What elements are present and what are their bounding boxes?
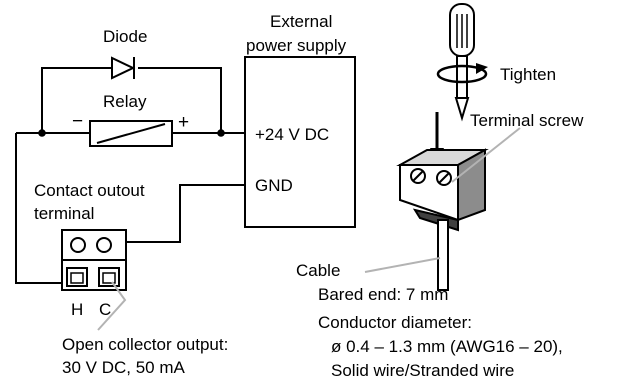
power-supply-title-line2: power supply (246, 36, 347, 55)
diode-label: Diode (103, 27, 147, 46)
junction-dot (38, 129, 46, 137)
return-wire (15, 133, 62, 284)
tighten-label: Tighten (500, 65, 556, 84)
bared-end-label: Bared end: 7 mm (318, 285, 448, 304)
relay-plus-sign: + (178, 112, 189, 133)
contact-terminal-title-line2: terminal (34, 204, 94, 223)
rotate-arrow-icon (436, 63, 488, 84)
power-supply-title-line1: External (270, 12, 332, 31)
cable-leader (364, 257, 441, 273)
relay-label: Relay (103, 92, 147, 111)
diode-branch-wire (41, 67, 222, 133)
screwdriver-icon (449, 3, 475, 122)
cable-label: Cable (296, 261, 340, 280)
cable-icon (437, 219, 449, 291)
power-gnd-label: GND (255, 176, 293, 195)
terminal-screw-label: Terminal screw (470, 111, 584, 130)
conductor-diameter-value: ø 0.4 – 1.3 mm (AWG16 – 20), (331, 337, 563, 356)
pin-c-label: C (99, 300, 111, 319)
output-spec-line2: 30 V DC, 50 mA (62, 358, 185, 377)
pin-h-label: H (71, 300, 83, 319)
diode-icon (111, 56, 136, 80)
power-supply-box (244, 56, 356, 228)
terminal-block-icon (396, 148, 489, 232)
output-spec-line1: Open collector output: (62, 335, 228, 354)
relay-coil-icon (89, 120, 173, 147)
relay-minus-sign: − (72, 111, 83, 132)
junction-dot (217, 129, 225, 137)
output-spec-leader (97, 281, 127, 331)
power-plus-label: +24 V DC (255, 125, 329, 144)
terminal-screw-leader (451, 127, 521, 183)
contact-terminal-title-line1: Contact outout (34, 181, 145, 200)
conductor-diameter-label: Conductor diameter: (318, 313, 472, 332)
contact-terminal-block (61, 229, 127, 291)
wire-type-label: Solid wire/Stranded wire (331, 361, 514, 380)
